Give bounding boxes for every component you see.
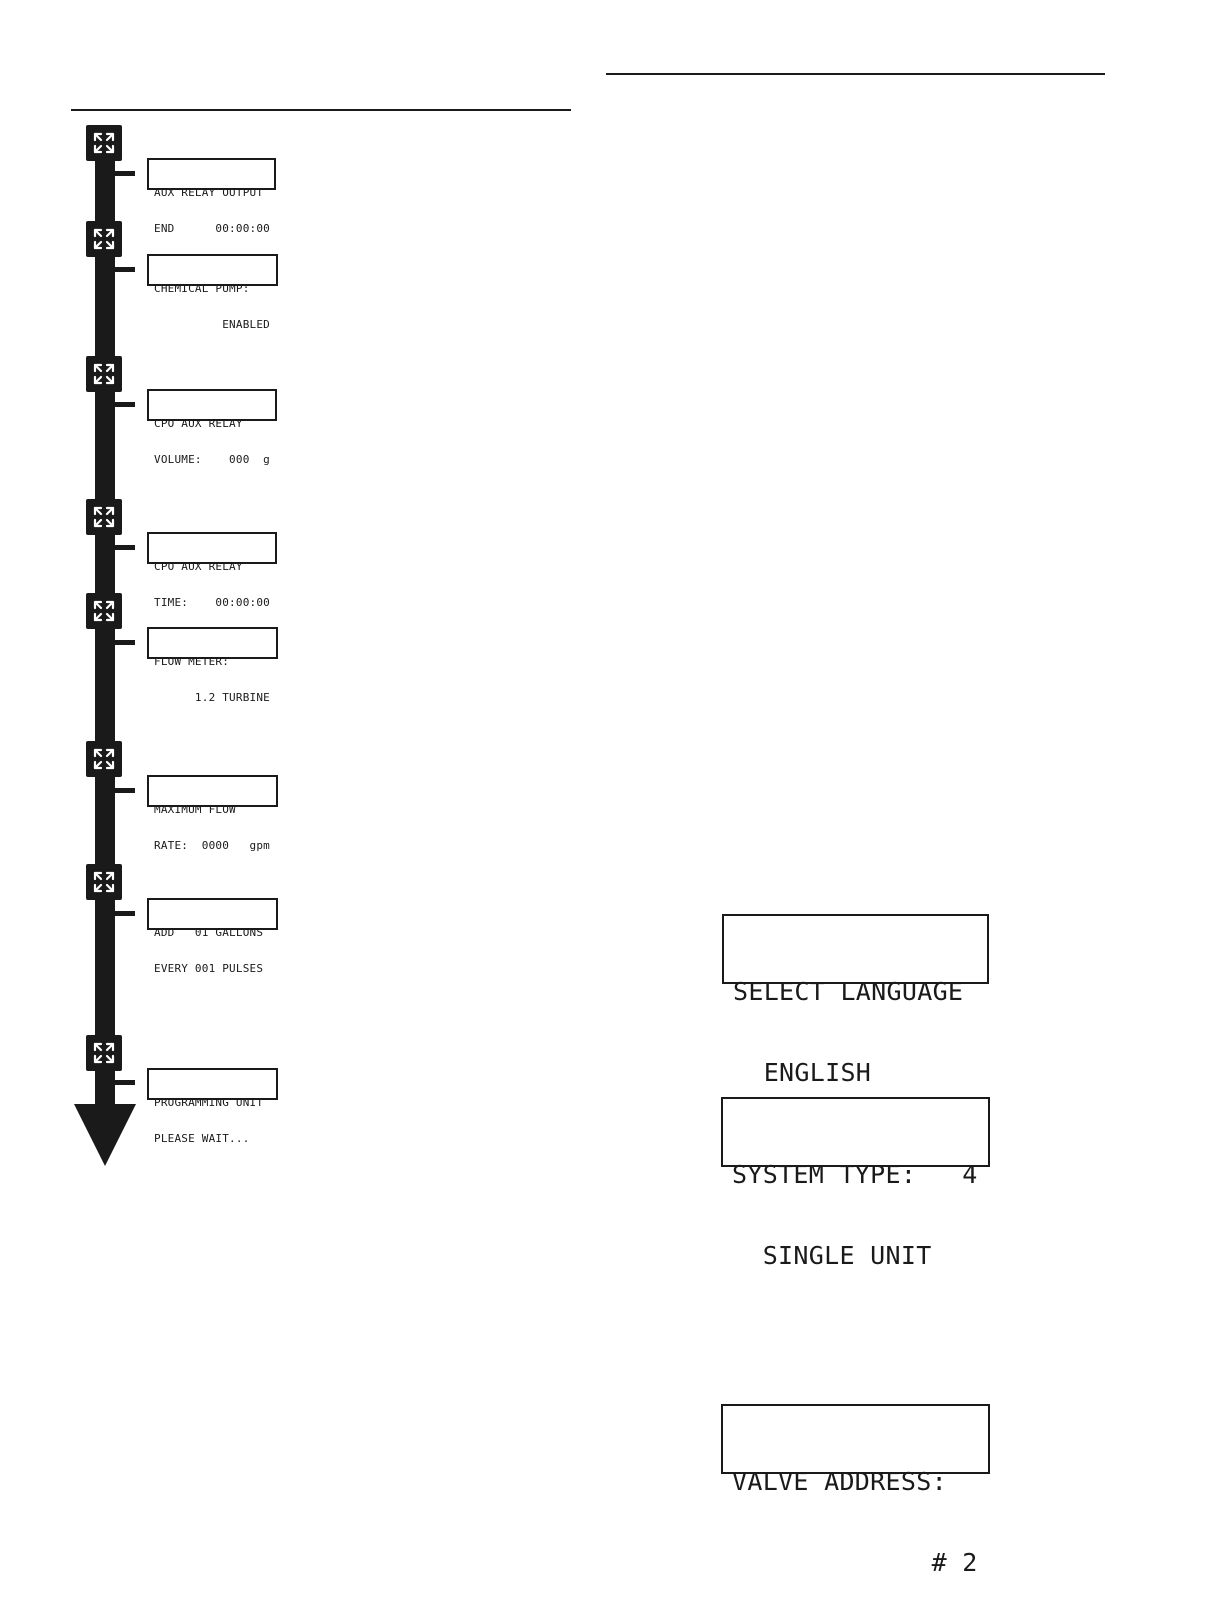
lcd-maximum-flow-rate: MAXIMUM FLOW RATE: 0000 gpm: [147, 775, 278, 852]
flow-spine: [95, 150, 115, 1110]
lcd-line-2: # 2: [732, 1548, 978, 1577]
step-connector: [113, 640, 135, 645]
step-connector: [113, 788, 135, 793]
lcd-line-2: 1.2 TURBINE: [154, 691, 270, 704]
lcd-line-2: VOLUME: 000 g: [154, 453, 270, 466]
lcd-line-2: PLEASE WAIT...: [154, 1132, 250, 1145]
step-connector: [113, 1080, 135, 1085]
lcd-line-1: CPO AUX RELAY: [154, 417, 243, 430]
lcd-valve-address: VALVE ADDRESS: # 2: [721, 1404, 990, 1576]
lcd-programming-unit: PROGRAMMING UNIT PLEASE WAIT...: [147, 1068, 278, 1145]
lcd-line-1: MAXIMUM FLOW: [154, 803, 236, 816]
lcd-chemical-pump: CHEMICAL PUMP: ENABLED: [147, 254, 278, 331]
cycle-arrows-icon: [86, 221, 122, 257]
lcd-select-language: SELECT LANGUAGE ENGLISH: [722, 914, 989, 1086]
step-connector: [113, 545, 135, 550]
lcd-line-1: CHEMICAL PUMP:: [154, 282, 250, 295]
lcd-cpo-aux-relay-time: CPO AUX RELAY TIME: 00:00:00: [147, 532, 277, 609]
cycle-arrows-icon: [86, 741, 122, 777]
right-header-rule: [606, 73, 1105, 75]
cycle-arrows-icon: [86, 864, 122, 900]
lcd-line-2: ENGLISH: [733, 1058, 872, 1087]
cycle-arrows-icon: [86, 1035, 122, 1071]
lcd-add-gallons: ADD 01 GALLONS EVERY 001 PULSES: [147, 898, 278, 975]
lcd-line-2: TIME: 00:00:00: [154, 596, 270, 609]
lcd-line-2: END 00:00:00: [154, 222, 270, 235]
lcd-line-1: FLOW METER:: [154, 655, 230, 668]
lcd-line-1: SYSTEM TYPE: 4: [732, 1160, 978, 1189]
lcd-line-1: SELECT LANGUAGE: [733, 977, 964, 1006]
cycle-arrows-icon: [86, 356, 122, 392]
down-arrow-icon: [74, 1104, 136, 1166]
cycle-arrows-icon: [86, 593, 122, 629]
lcd-line-2: RATE: 0000 gpm: [154, 839, 270, 852]
step-connector: [113, 171, 135, 176]
lcd-line-2: ENABLED: [154, 318, 270, 331]
lcd-line-2: SINGLE UNIT: [732, 1241, 932, 1270]
lcd-line-1: AUX RELAY OUTPUT: [154, 186, 264, 199]
cycle-arrows-icon: [86, 125, 122, 161]
cycle-arrows-icon: [86, 499, 122, 535]
left-header-rule: [71, 109, 571, 111]
lcd-flow-meter: FLOW METER: 1.2 TURBINE: [147, 627, 278, 704]
lcd-line-1: CPO AUX RELAY: [154, 560, 243, 573]
lcd-line-1: ADD 01 GALLONS: [154, 926, 264, 939]
lcd-line-1: VALVE ADDRESS:: [732, 1467, 947, 1496]
lcd-line-2: EVERY 001 PULSES: [154, 962, 264, 975]
lcd-system-type: SYSTEM TYPE: 4 SINGLE UNIT: [721, 1097, 990, 1269]
lcd-cpo-aux-relay-volume: CPO AUX RELAY VOLUME: 000 g: [147, 389, 277, 466]
step-connector: [113, 911, 135, 916]
step-connector: [113, 267, 135, 272]
step-connector: [113, 402, 135, 407]
lcd-line-1: PROGRAMMING UNIT: [154, 1096, 264, 1109]
lcd-aux-relay-output: AUX RELAY OUTPUT END 00:00:00: [147, 158, 276, 235]
